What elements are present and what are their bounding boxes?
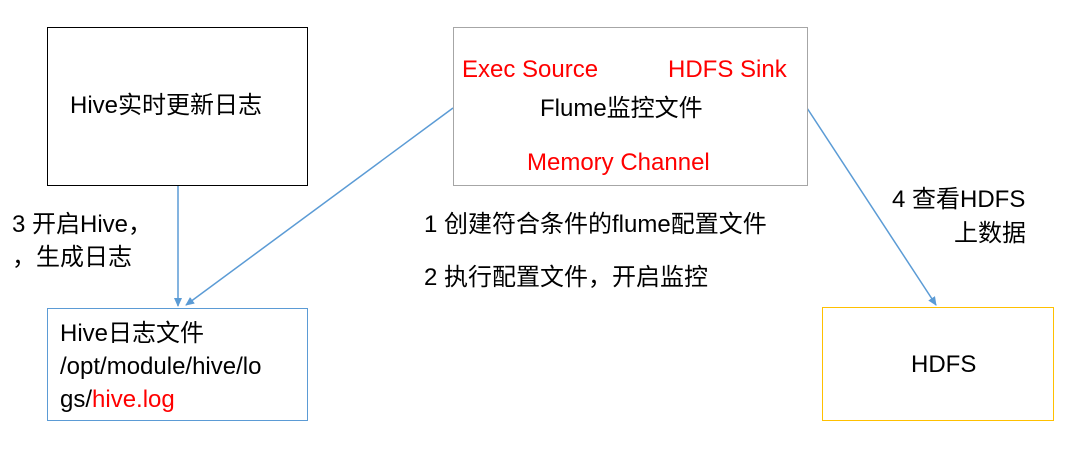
step4-line1: 4 查看HDFS — [892, 186, 1026, 213]
hive-log-update-box: Hive实时更新日志 — [47, 27, 308, 186]
memory-channel-label: Memory Channel — [527, 149, 710, 176]
step1-text: 1 创建符合条件的flume配置文件 — [424, 211, 767, 238]
arrow-flume-to-hdfs — [806, 107, 937, 306]
flume-label: Flume监控文件 — [540, 95, 703, 122]
hdfs-box: HDFS — [822, 307, 1054, 421]
hive-log-file-line3: gs/hive.log — [60, 388, 175, 412]
hive-log-file-line1: Hive日志文件 — [60, 320, 205, 347]
step3-line2: ，生成日志 — [12, 244, 132, 271]
log-path-prefix: gs/ — [60, 386, 93, 413]
hive-log-update-label: Hive实时更新日志 — [70, 92, 263, 119]
hdfs-sink-label: HDFS Sink — [668, 56, 787, 83]
hive-log-file-box: Hive日志文件 /opt/module/hive/lo gs/hive.log — [47, 308, 308, 421]
step3-line1: 3 开启Hive， — [12, 211, 153, 238]
step4-line2: 上数据 — [954, 220, 1026, 247]
step2-text: 2 执行配置文件，开启监控 — [424, 264, 709, 291]
log-file-name: hive.log — [92, 386, 175, 413]
flume-box: Exec Source HDFS Sink Flume监控文件 Memory C… — [453, 27, 808, 186]
hive-log-file-line2: /opt/module/hive/lo — [60, 353, 262, 380]
hdfs-label: HDFS — [911, 351, 977, 378]
arrow-flume-to-logfile — [185, 107, 454, 306]
exec-source-label: Exec Source — [462, 56, 599, 83]
